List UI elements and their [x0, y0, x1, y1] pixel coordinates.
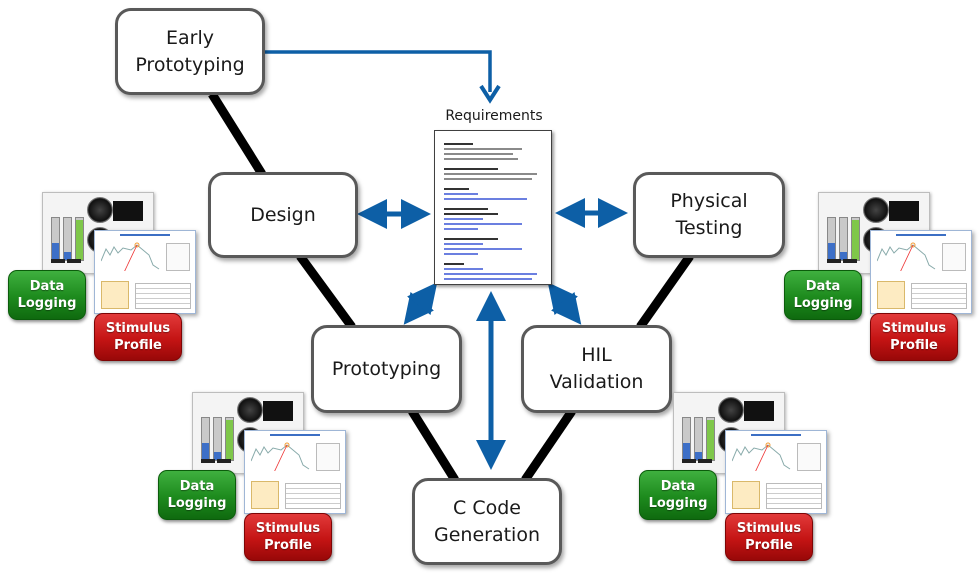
- tool-group-physical-testing: Data Logging Stimulus Profile: [778, 192, 978, 372]
- stage-prototyping-label: Prototyping: [331, 357, 442, 380]
- chart-screenshot-thumbnail: [870, 230, 972, 314]
- data-logging-button[interactable]: Data Logging: [784, 270, 862, 320]
- requirements-label: Requirements: [445, 108, 543, 124]
- chart-screenshot-thumbnail: [725, 430, 827, 514]
- requirements-document-icon[interactable]: [434, 130, 552, 285]
- gauge-icon: [863, 197, 889, 223]
- stimulus-profile-button[interactable]: Stimulus Profile: [94, 313, 182, 361]
- arrow-head-requirements-top: [479, 84, 501, 104]
- gauge-icon: [87, 197, 113, 223]
- connector-c-code-hil: [521, 408, 576, 483]
- double-arrow-hil-requirements: [547, 282, 582, 325]
- data-logging-button[interactable]: Data Logging: [158, 470, 236, 520]
- stage-c-code-generation[interactable]: C Code Generation: [412, 478, 562, 565]
- scope-display: [889, 201, 919, 221]
- scope-display: [113, 201, 143, 221]
- stage-physical-testing-label: Physical Testing: [670, 190, 748, 239]
- chart-screenshot-thumbnail: [244, 430, 346, 514]
- gauge-icon: [718, 397, 744, 423]
- arrow-early-prototyping-to-requirements: [265, 50, 492, 92]
- scope-display: [744, 401, 774, 421]
- connector-prototyping-c-code: [408, 408, 459, 483]
- stage-prototyping[interactable]: Prototyping: [311, 325, 462, 413]
- stage-early-prototyping-label: Early Prototyping: [135, 26, 245, 76]
- tool-group-prototyping: Data Logging Stimulus Profile: [152, 392, 352, 572]
- stimulus-profile-button[interactable]: Stimulus Profile: [870, 313, 958, 361]
- stage-c-code-generation-label: C Code Generation: [434, 496, 540, 546]
- connector-design-prototyping: [296, 253, 356, 330]
- stage-design-label: Design: [250, 203, 316, 226]
- stage-hil-validation[interactable]: HIL Validation: [521, 325, 672, 413]
- data-logging-button[interactable]: Data Logging: [639, 470, 717, 520]
- stimulus-profile-button[interactable]: Stimulus Profile: [244, 513, 332, 561]
- connector-hil-physical-testing: [636, 253, 694, 330]
- scope-display: [263, 401, 293, 421]
- stage-early-prototyping[interactable]: Early Prototyping: [115, 8, 265, 95]
- stage-physical-testing[interactable]: Physical Testing: [633, 172, 785, 258]
- stage-design[interactable]: Design: [208, 172, 358, 258]
- double-arrow-prototyping-requirements: [403, 282, 438, 325]
- data-logging-button[interactable]: Data Logging: [8, 270, 86, 320]
- chart-screenshot-thumbnail: [94, 230, 196, 314]
- tool-group-hil-validation: Data Logging Stimulus Profile: [633, 392, 833, 572]
- gauge-icon: [237, 397, 263, 423]
- connector-early-prototyping-design: [208, 91, 266, 177]
- stimulus-profile-button[interactable]: Stimulus Profile: [725, 513, 813, 561]
- tool-group-design: Data Logging Stimulus Profile: [2, 192, 202, 372]
- stage-hil-validation-label: HIL Validation: [549, 344, 644, 393]
